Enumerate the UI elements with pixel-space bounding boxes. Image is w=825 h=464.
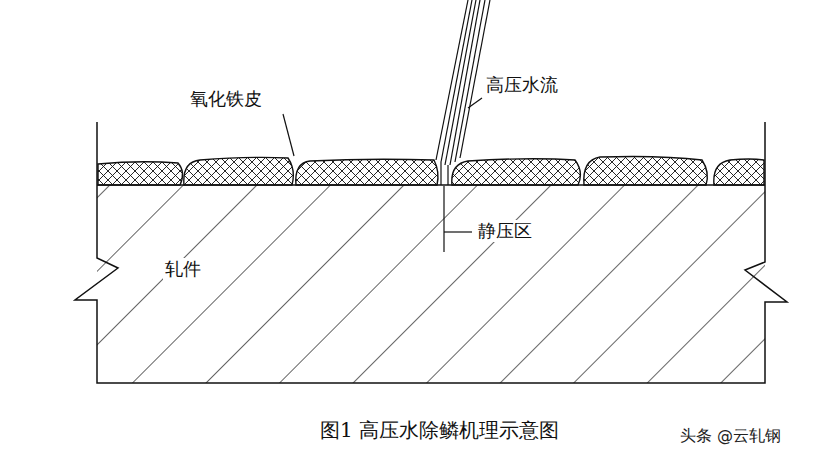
water-jet <box>436 0 490 185</box>
oxide-scale-layer <box>98 156 764 185</box>
leader-lines <box>283 98 482 252</box>
steel-hatching <box>97 185 765 383</box>
part-label: 高压水流 <box>486 74 558 96</box>
figure-caption: 图1 高压水除鳞机理示意图 <box>320 418 559 442</box>
part-label: 轧件 <box>163 258 203 280</box>
part-label: 氧化铁皮 <box>190 88 262 110</box>
part-label: 静压区 <box>476 220 534 242</box>
workpiece-outline <box>75 122 787 383</box>
watermark: 头条 @云轧钢 <box>680 426 781 447</box>
